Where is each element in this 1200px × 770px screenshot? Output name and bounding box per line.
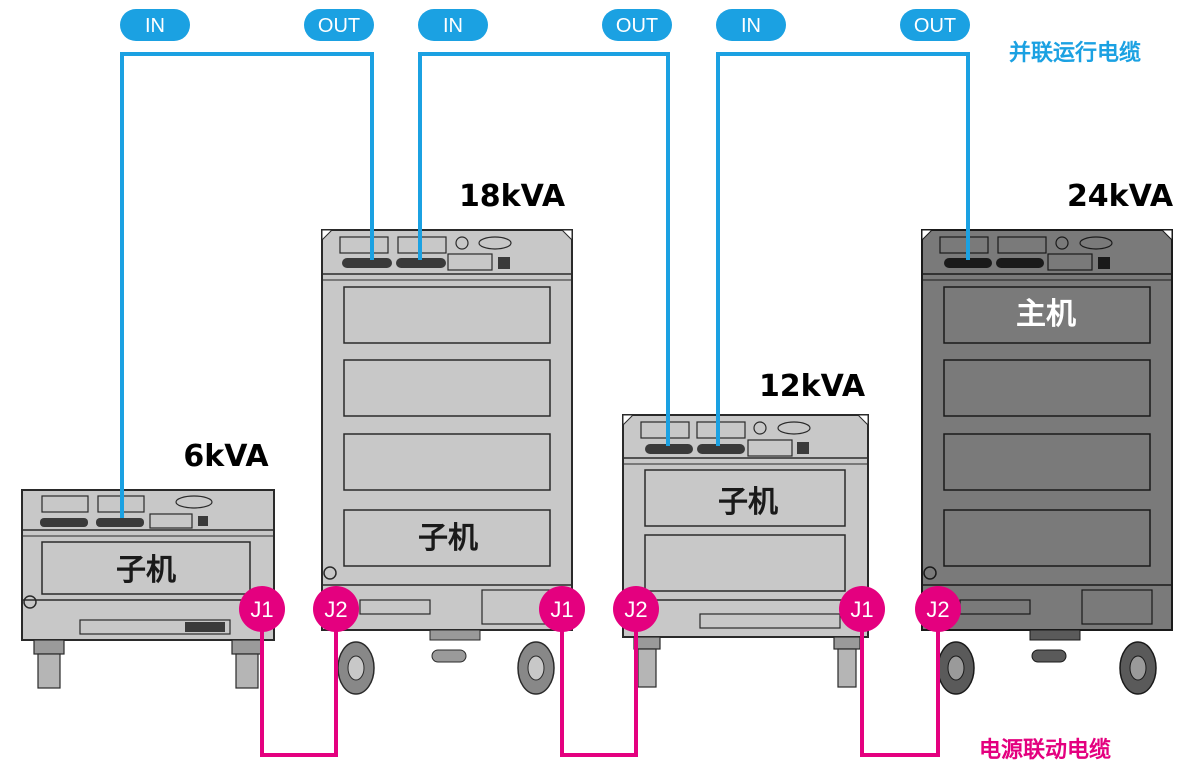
parallel-cables <box>120 52 970 518</box>
unit-role-label: 子机 <box>116 553 176 588</box>
svg-text:J1: J1 <box>850 597 873 622</box>
power-cable-2 <box>560 625 638 757</box>
connector-j2: J2 <box>313 586 359 632</box>
unit-capacity-label: 24kVA <box>1067 179 1174 214</box>
port-label-in: IN <box>716 9 786 41</box>
svg-text:IN: IN <box>443 15 463 37</box>
svg-text:IN: IN <box>145 15 165 37</box>
port-label-out: OUT <box>602 9 672 41</box>
svg-text:J2: J2 <box>624 597 647 622</box>
unit-6kva: 子机 6kVA <box>21 439 275 689</box>
connector-j2: J2 <box>915 586 961 632</box>
unit-capacity-label: 18kVA <box>459 179 566 214</box>
port-labels: IN OUT IN OUT IN OUT <box>120 9 970 41</box>
svg-text:OUT: OUT <box>616 15 658 37</box>
unit-12kva: 子机 12kVA <box>622 369 869 688</box>
legend-parallel-cable: 并联运行电缆 <box>1009 40 1141 66</box>
port-label-out: OUT <box>900 9 970 41</box>
connector-badges: J1 J2 J1 J2 J1 J2 <box>239 586 961 632</box>
connector-j2: J2 <box>613 586 659 632</box>
power-cables <box>260 625 940 757</box>
svg-text:J1: J1 <box>550 597 573 622</box>
parallel-cable-3 <box>716 52 970 446</box>
connector-j1: J1 <box>839 586 885 632</box>
unit-18kva: 子机 18kVA <box>321 179 573 695</box>
unit-role-label: 子机 <box>418 521 478 556</box>
svg-text:OUT: OUT <box>318 15 360 37</box>
parallel-cable-1 <box>120 52 374 518</box>
power-cable-3 <box>860 625 940 757</box>
legend-power-cable: 电源联动电缆 <box>979 737 1111 763</box>
unit-24kva: 主机 24kVA <box>921 179 1174 695</box>
port-label-out: OUT <box>304 9 374 41</box>
svg-text:J2: J2 <box>926 597 949 622</box>
svg-text:OUT: OUT <box>914 15 956 37</box>
unit-role-label: 主机 <box>1016 297 1076 332</box>
unit-capacity-label: 12kVA <box>759 369 866 404</box>
svg-text:IN: IN <box>741 15 761 37</box>
svg-text:J1: J1 <box>250 597 273 622</box>
connector-j1: J1 <box>539 586 585 632</box>
unit-role-label: 子机 <box>718 485 778 520</box>
port-label-in: IN <box>418 9 488 41</box>
power-cable-1 <box>260 625 338 757</box>
unit-capacity-label: 6kVA <box>183 439 269 474</box>
connector-j1: J1 <box>239 586 285 632</box>
port-label-in: IN <box>120 9 190 41</box>
parallel-cable-2 <box>418 52 670 446</box>
svg-text:J2: J2 <box>324 597 347 622</box>
